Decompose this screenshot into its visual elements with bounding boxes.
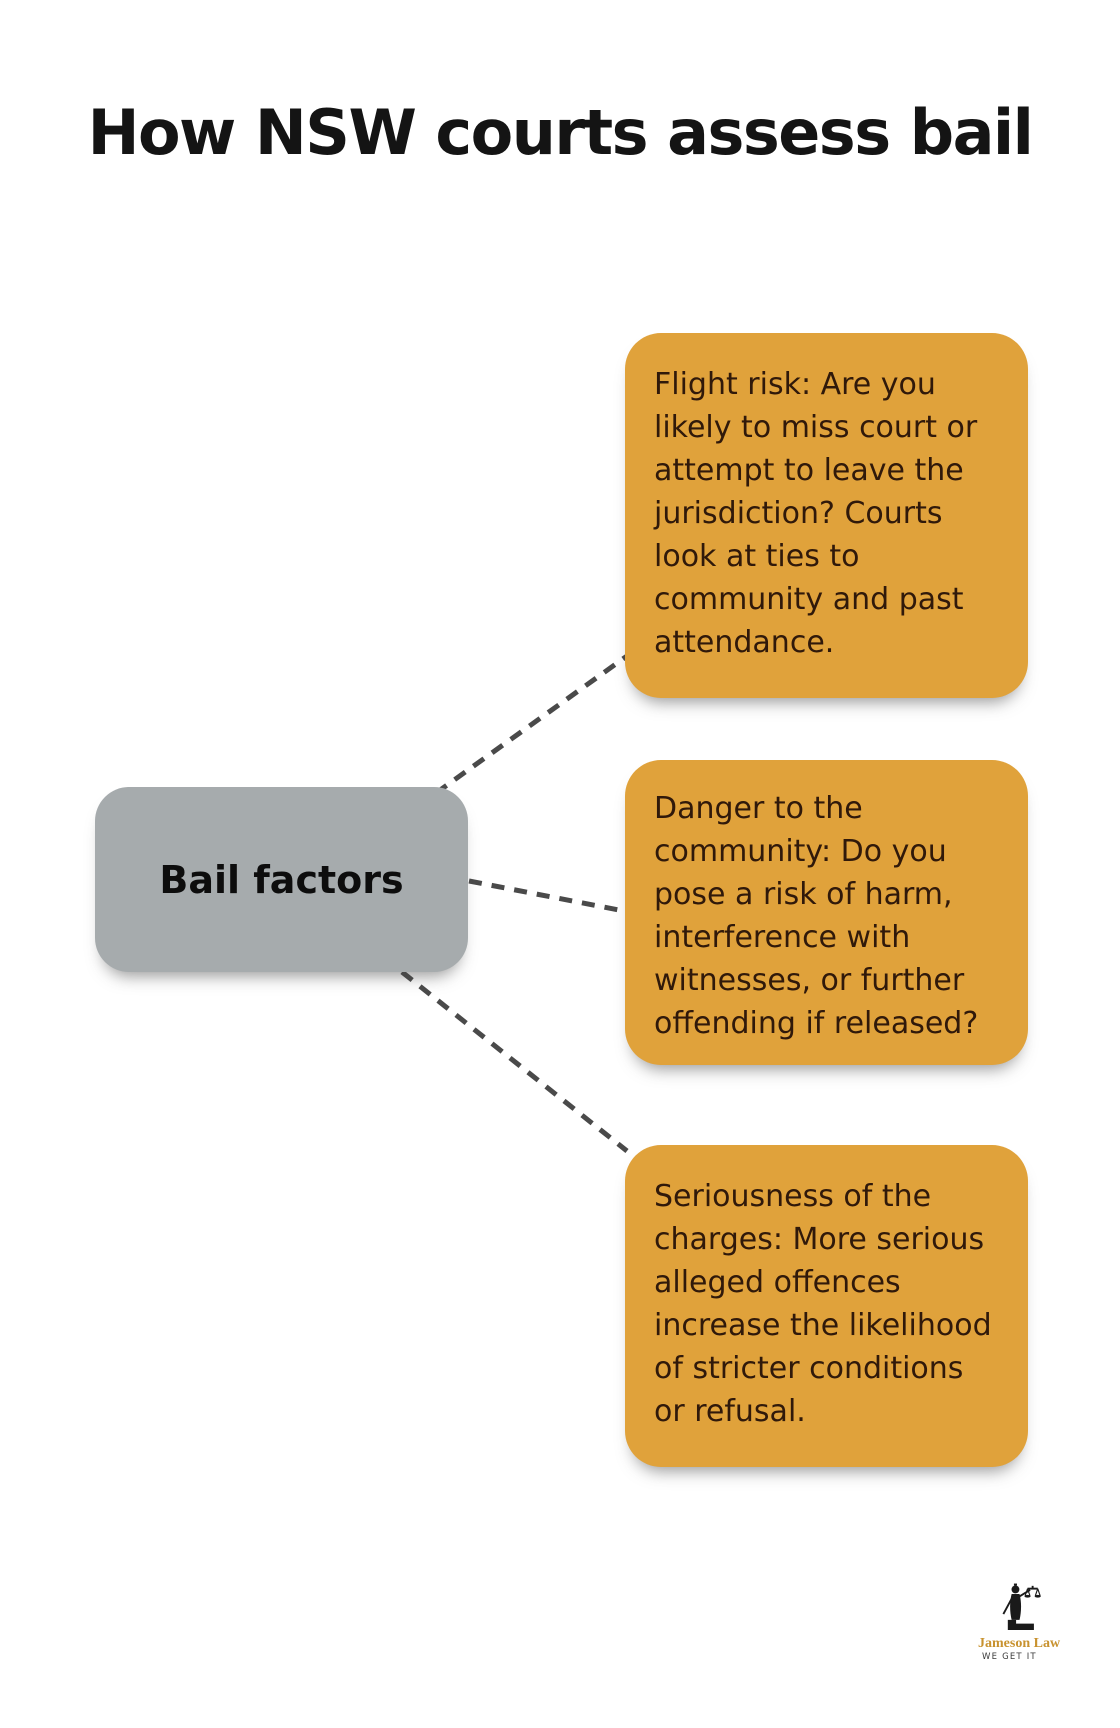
factor-box-seriousness-of-charges: Seriousness of the charges: More serious… xyxy=(625,1145,1028,1467)
page-title: How NSW courts assess bail xyxy=(87,96,1034,169)
jameson-law-logo: Jameson Law WE GET IT xyxy=(978,1583,1061,1662)
factor-text-danger-to-community: Danger to the community: Do you pose a r… xyxy=(654,791,979,1041)
logo-wordmark: Jameson Law xyxy=(978,1636,1061,1651)
lady-justice-scales-icon xyxy=(1002,1583,1041,1630)
connector-dashed-line-middle xyxy=(468,878,625,914)
logo-tagline: WE GET IT xyxy=(982,1652,1037,1662)
center-node-label: Bail factors xyxy=(159,857,404,902)
factor-box-flight-risk: Flight risk: Are you likely to miss cour… xyxy=(625,333,1028,698)
factor-text-seriousness-of-charges: Seriousness of the charges: More serious… xyxy=(654,1179,992,1429)
connector-dashed-line-top xyxy=(434,653,629,796)
center-node-bail-factors: Bail factors xyxy=(95,787,468,972)
factor-text-flight-risk: Flight risk: Are you likely to miss cour… xyxy=(654,367,978,660)
connector-dashed-line-bottom xyxy=(400,970,629,1153)
factor-box-danger-to-community: Danger to the community: Do you pose a r… xyxy=(625,760,1028,1065)
